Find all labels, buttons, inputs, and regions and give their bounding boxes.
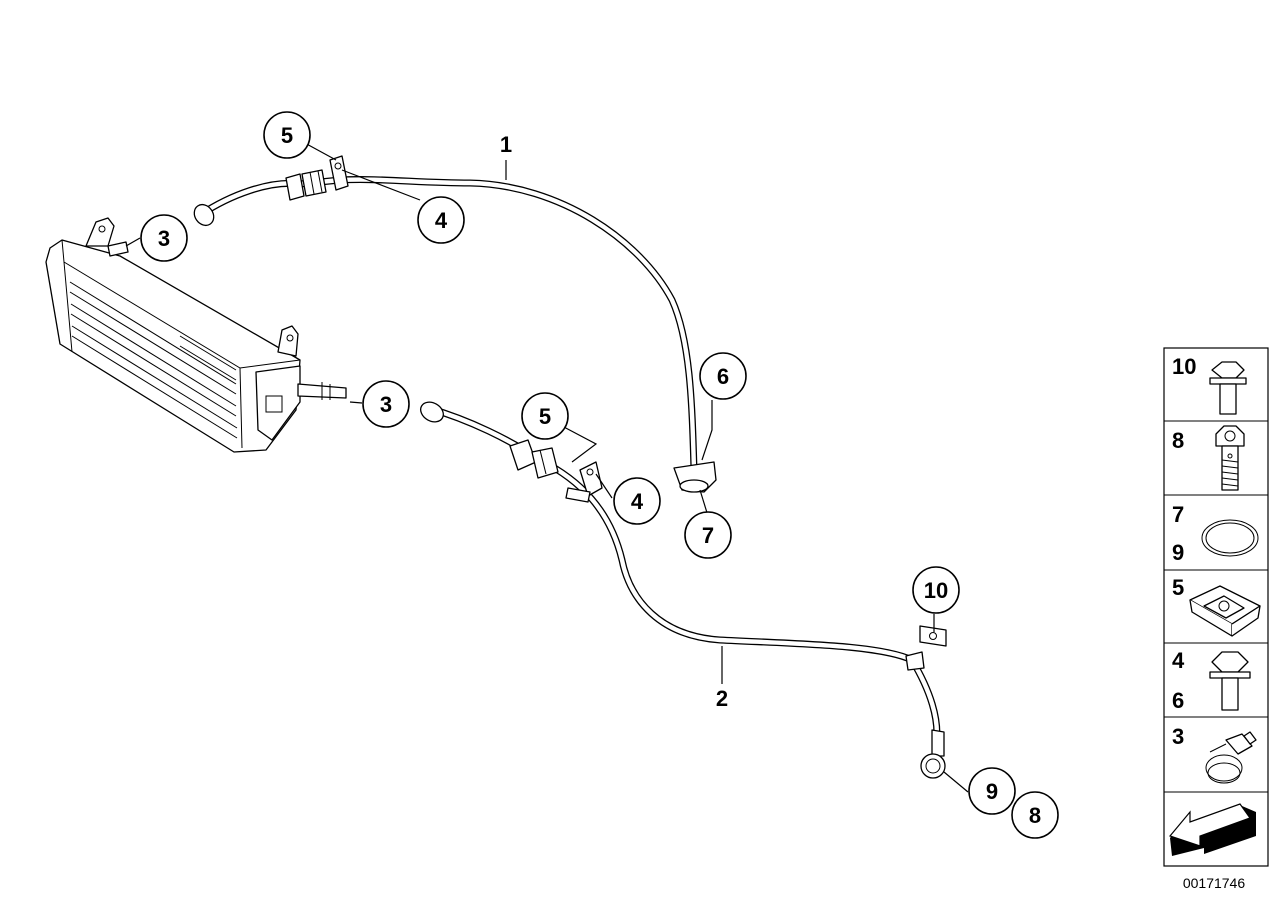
direction-arrow-icon xyxy=(1168,803,1256,856)
svg-text:10: 10 xyxy=(1172,354,1196,379)
callout-4-upper: 4 xyxy=(417,196,465,244)
svg-text:10: 10 xyxy=(924,578,948,603)
document-id: 00171746 xyxy=(1183,875,1246,891)
oil-cooler xyxy=(45,217,347,453)
svg-text:5: 5 xyxy=(281,123,293,148)
hose-2-label: 2 xyxy=(716,686,728,711)
callout-5-upper: 5 xyxy=(263,111,311,159)
callout-8: 8 xyxy=(1011,791,1059,839)
svg-text:4: 4 xyxy=(1172,648,1185,673)
legend-row-8: 8 xyxy=(1172,425,1245,491)
svg-text:9: 9 xyxy=(1172,540,1184,565)
banjo-bolt-icon xyxy=(1215,425,1245,491)
hex-bolt-icon xyxy=(1209,651,1251,711)
hose-1 xyxy=(193,155,717,493)
svg-text:5: 5 xyxy=(539,404,551,429)
svg-text:8: 8 xyxy=(1172,428,1184,453)
legend-row-5: 5 xyxy=(1172,575,1261,637)
legend-row-10: 10 xyxy=(1172,354,1247,415)
svg-text:7: 7 xyxy=(702,523,714,548)
hose-1-label: 1 xyxy=(500,132,512,157)
callout-3-upper: 3 xyxy=(140,214,188,262)
svg-text:3: 3 xyxy=(1172,724,1184,749)
hose-2 xyxy=(420,401,947,779)
callout-4-lower: 4 xyxy=(613,477,661,525)
clip-nut-icon xyxy=(1189,585,1261,637)
svg-text:7: 7 xyxy=(1172,502,1184,527)
legend-row-3: 3 xyxy=(1172,724,1257,784)
svg-text:3: 3 xyxy=(380,392,392,417)
callout-10: 10 xyxy=(912,566,960,614)
callout-5-lower: 5 xyxy=(521,392,569,440)
svg-text:6: 6 xyxy=(1172,688,1184,713)
sealing-ring-icon xyxy=(1201,519,1259,557)
callout-9: 9 xyxy=(968,767,1016,815)
legend-row-4-6: 4 6 xyxy=(1172,648,1251,713)
callout-3-lower: 3 xyxy=(362,380,410,428)
svg-text:3: 3 xyxy=(158,226,170,251)
hose-clamp-icon xyxy=(1205,731,1257,784)
legend-row-7-9: 7 9 xyxy=(1172,502,1259,565)
svg-text:6: 6 xyxy=(717,364,729,389)
flange-bolt-icon xyxy=(1209,361,1247,415)
svg-text:4: 4 xyxy=(631,489,644,514)
legend: 10 8 7 9 xyxy=(1163,347,1269,867)
svg-text:5: 5 xyxy=(1172,575,1184,600)
svg-text:4: 4 xyxy=(435,208,448,233)
svg-text:9: 9 xyxy=(986,779,998,804)
callout-6: 6 xyxy=(699,352,747,400)
svg-text:8: 8 xyxy=(1029,803,1041,828)
callout-7: 7 xyxy=(684,511,732,559)
